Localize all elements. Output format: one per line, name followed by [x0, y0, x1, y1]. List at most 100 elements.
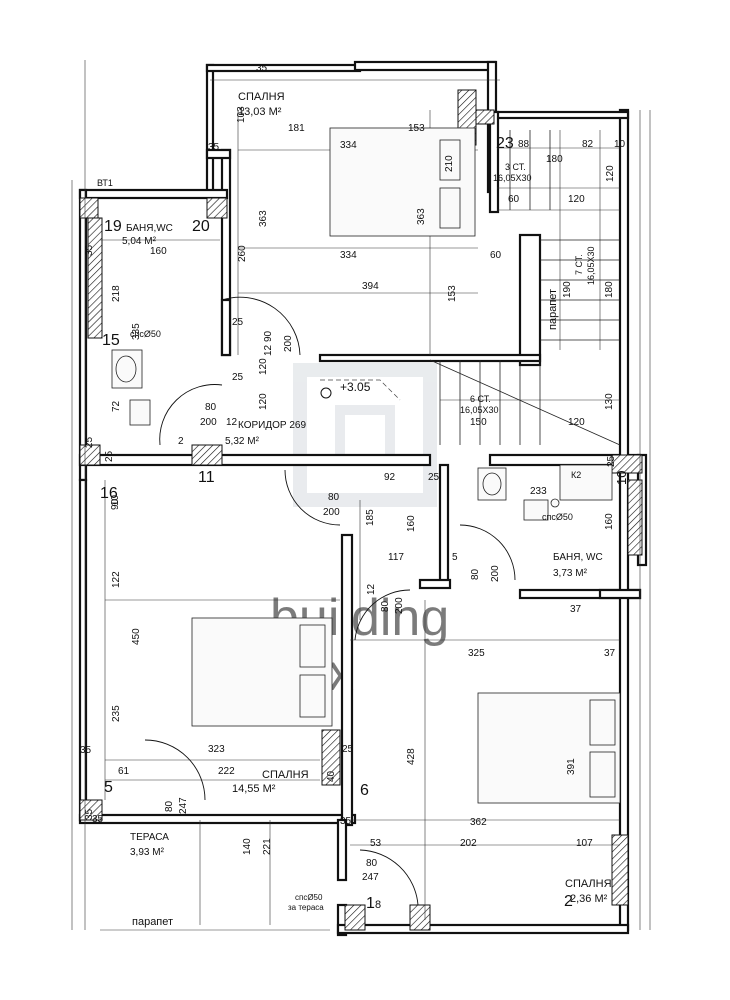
dim: 90 [110, 498, 121, 510]
dim: 218 [111, 285, 122, 302]
dim: 37 [570, 604, 582, 615]
bt-label: ВТ1 [97, 178, 113, 188]
axis-19: 19 [104, 218, 122, 235]
stair-top-size: 16,05Х30 [493, 173, 532, 183]
dim: 180 [546, 154, 563, 165]
room-name-bedroom-left: СПАЛНЯ [262, 769, 309, 781]
dim: 12 [263, 344, 274, 356]
dim: 25 [428, 472, 440, 483]
dim: 120 [568, 417, 585, 428]
dim: 120 [258, 393, 269, 410]
axis-23: 23 [496, 135, 514, 152]
drain-right-label: спсØ50 [542, 512, 573, 522]
room-name-bathroom-left: БАНЯ,WC [126, 223, 173, 234]
dim: 88 [518, 139, 530, 150]
dim: 120 [605, 165, 616, 182]
dim: 153 [408, 123, 425, 134]
dim: 222 [218, 766, 235, 777]
dim: 10 [110, 494, 121, 506]
stair-side-size: 16,05Х30 [586, 246, 596, 285]
dim: 117 [388, 552, 404, 563]
dim: 247 [178, 797, 189, 814]
doors [144, 296, 516, 906]
dim: 35 [84, 808, 95, 820]
room-name-corridor: КОРИДОР 269 [238, 420, 306, 431]
dim: 10 [614, 139, 626, 150]
stair-bottom-count: 6 СТ. [470, 394, 491, 404]
dim: 160 [406, 515, 417, 532]
dim: 323 [208, 744, 225, 755]
dim: 200 [394, 597, 405, 614]
drain-terrace-label-1: спсØ50 [295, 893, 323, 902]
axis-2: 2 [564, 893, 573, 910]
drain-left-label: спсØ50 [130, 329, 161, 339]
dim: 25 [342, 744, 354, 755]
dim: 35 [84, 244, 95, 256]
axis-10: 10 [614, 471, 629, 485]
dim: 37 [604, 648, 616, 659]
parapet-side-label: парапет [547, 289, 559, 330]
dim: 80 [470, 568, 481, 580]
dim: 53 [370, 838, 382, 849]
dim: 80 [328, 492, 340, 503]
axis-8: 8 [375, 899, 381, 911]
dim: 200 [283, 335, 294, 352]
dim: 25 [232, 317, 244, 328]
dim: 334 [340, 250, 357, 261]
stair-labels: 3 СТ. 16,05Х30 7 СТ. 16,05Х30 6 СТ. 16,0… [460, 162, 596, 415]
dim: 12 [366, 583, 377, 595]
axis-6: 6 [360, 782, 369, 799]
dim: 25 [232, 372, 244, 383]
dim: 200 [323, 507, 340, 518]
level-marker-icon [320, 387, 332, 399]
dim: 120 [568, 194, 585, 205]
k2-label: К2 [571, 470, 581, 480]
axis-11: 11 [198, 469, 215, 486]
dimension-lines [71, 60, 651, 931]
toilet-left [129, 399, 151, 426]
stair-bottom-size: 16,05Х30 [460, 405, 499, 415]
axis-15: 15 [102, 332, 120, 349]
toilet-right [523, 499, 549, 521]
room-name-bathroom-right: БАНЯ, WC [553, 552, 603, 563]
room-area-terrace: 3,93 М² [130, 847, 165, 858]
dim: 180 [604, 281, 615, 298]
dim: 80 [205, 402, 217, 413]
dim: 394 [362, 281, 379, 292]
dim: 90 [263, 330, 274, 342]
dim: 25 [84, 436, 95, 448]
dim: 202 [460, 838, 477, 849]
room-name-bedroom-right: СПАЛНЯ [565, 878, 612, 890]
room-area-bedroom-left: 14,55 М² [232, 783, 276, 795]
dim: 82 [582, 139, 594, 150]
dimension-numbers: 35 103 181 153 334 210 35 363 363 260 33… [80, 63, 626, 883]
dim: 428 [406, 748, 417, 765]
dim: 72 [111, 400, 122, 412]
dim: 334 [340, 140, 357, 151]
level-mark: +3.05 [340, 380, 371, 394]
dim: 200 [200, 417, 217, 428]
dim: 235 [111, 705, 122, 722]
misc-labels: парапет парапет +3.05 ВТ1 спсØ50 спсØ50 … [97, 135, 629, 928]
dim: 362 [470, 817, 487, 828]
dim: 35 [92, 814, 104, 825]
room-area-bedroom-right: 2,36 М² [570, 893, 608, 905]
dim: 25 [104, 450, 115, 462]
dim: 80 [366, 858, 378, 869]
room-area-bathroom-left: 5,04 М² [122, 236, 157, 247]
drain-terrace-label-2: за тераса [288, 903, 324, 912]
dim: 120 [258, 358, 269, 375]
dim: 122 [111, 571, 122, 588]
dim: 190 [562, 281, 573, 298]
dim: 391 [566, 758, 577, 775]
dim: 12 [226, 417, 238, 428]
dim: 103 [236, 106, 247, 123]
axis-16: 16 [100, 485, 118, 502]
dim: 60 [490, 250, 502, 261]
dim: 25 [606, 455, 617, 467]
dim: 185 [365, 509, 376, 526]
axis-20: 20 [192, 218, 210, 235]
stair-side-count: 7 СТ. [574, 254, 584, 275]
axis-5: 5 [104, 779, 113, 796]
